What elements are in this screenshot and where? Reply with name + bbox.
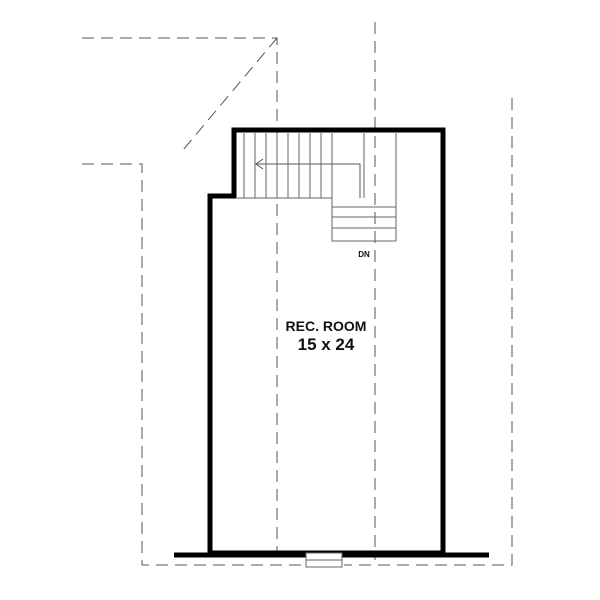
stair-run-enclosure [331,198,396,242]
dashed-outline-right [344,98,513,566]
room-dimensions-label: 15 x 24 [298,335,355,354]
stair-direction-arrow [256,163,361,198]
dashed-outline-left [82,163,302,566]
dashed-roof-line-upper-left [82,37,278,555]
dashed-outline-lines [82,22,513,566]
stair [237,133,397,242]
walls [174,127,489,568]
stair-direction-label: DN [358,250,370,259]
stair-arrow-head [255,158,264,170]
dashed-roof-hip-diagonal [182,37,278,151]
room-name-label: REC. ROOM [286,318,367,334]
